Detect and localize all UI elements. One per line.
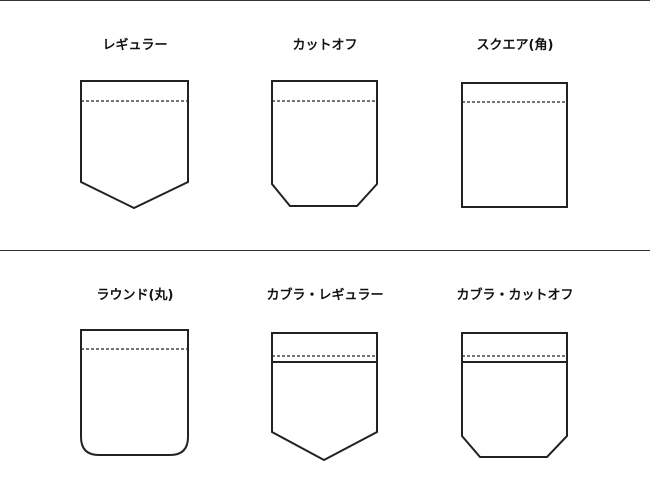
flap-regular-pocket-diagram: [271, 332, 378, 462]
square-pocket-diagram: [461, 82, 568, 208]
row-divider: [0, 250, 650, 251]
pocket-label-cutoff: カットオフ: [292, 38, 358, 53]
round-pocket-diagram: [80, 329, 189, 456]
pocket-label-round: ラウンド(丸): [96, 288, 174, 303]
top-divider: [0, 0, 650, 1]
cutoff-pocket-diagram: [271, 80, 378, 207]
pocket-label-flap-cutoff: カブラ・カットオフ: [456, 288, 574, 303]
pocket-label-square: スクエア(角): [476, 38, 554, 53]
flap-cutoff-pocket-diagram: [461, 332, 568, 458]
pocket-label-flap-regular: カブラ・レギュラー: [266, 288, 384, 303]
regular-pocket-diagram: [80, 80, 189, 210]
pocket-label-regular: レギュラー: [102, 38, 168, 53]
